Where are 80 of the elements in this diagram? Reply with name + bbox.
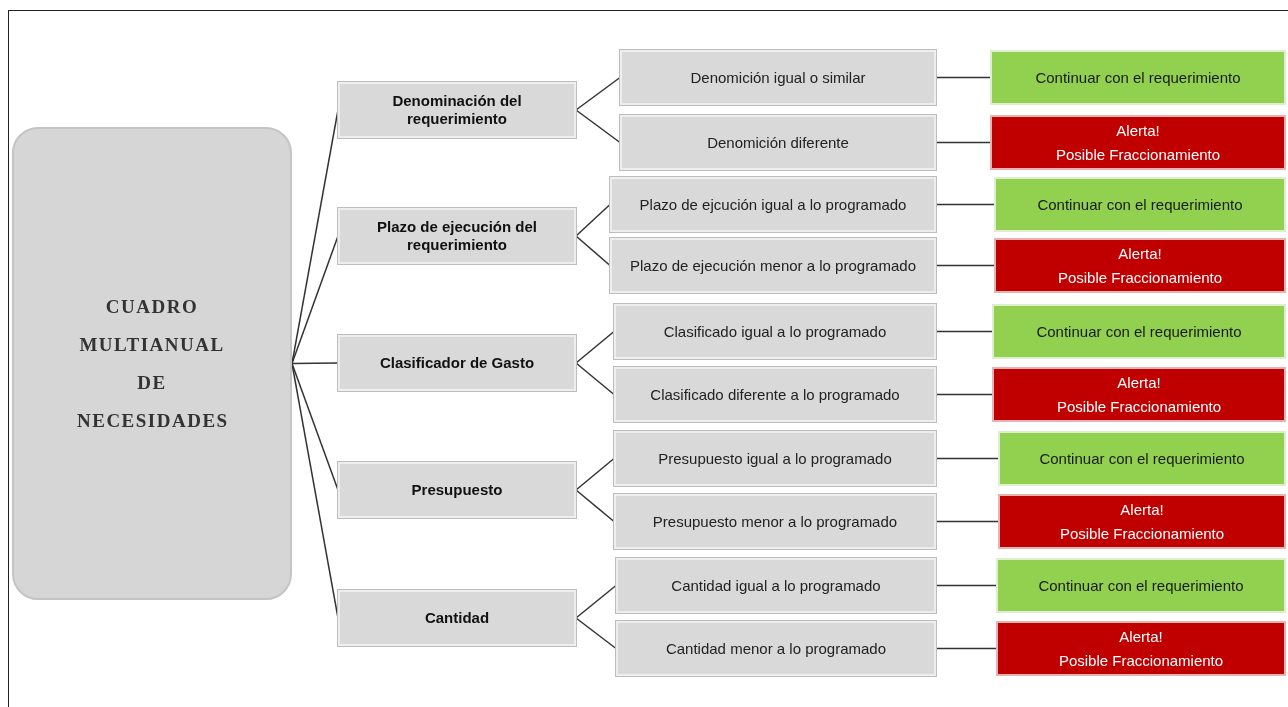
- condition-label: Denomición igual o similar: [690, 68, 866, 87]
- alert-box: [990, 115, 1286, 170]
- connector-line: [575, 76, 621, 111]
- category-label: Presupuesto: [411, 481, 503, 499]
- result-label: Continuar con el requerimiento: [1035, 69, 1241, 86]
- category-label: Cantidad: [424, 609, 490, 627]
- condition-label: Cantidad menor a lo programado: [665, 639, 887, 658]
- category-box: [338, 335, 576, 391]
- connector-line: [575, 489, 615, 523]
- connector-line: [935, 330, 993, 333]
- connector-line: [575, 203, 611, 237]
- category-label: Denominación del requerimiento: [391, 92, 523, 128]
- root-title: CUADRO MULTIANUAL DE NECESIDADES: [77, 294, 227, 433]
- category-label: Plazo de ejecución del requerimiento: [375, 218, 539, 254]
- category-box: [338, 82, 576, 138]
- result-label: Continuar con el requerimiento: [1036, 323, 1242, 340]
- alert-label: Alerta!: [1118, 243, 1162, 264]
- connector-line: [935, 393, 993, 396]
- connector-line: [575, 617, 617, 650]
- connector-line: [935, 203, 995, 206]
- condition-label: Plazo de ejecución menor a lo programado: [630, 256, 916, 275]
- alert-label: Posible Fraccionamiento: [1059, 523, 1225, 544]
- alert-label: Alerta!: [1117, 372, 1161, 393]
- result-box: [992, 304, 1286, 359]
- alert-label: Alerta!: [1116, 120, 1160, 141]
- connector-line: [575, 362, 615, 396]
- alert-label: Posible Fraccionamiento: [1055, 144, 1221, 165]
- alert-box: [994, 238, 1286, 293]
- alert-label: Posible Fraccionamiento: [1057, 267, 1223, 288]
- condition-label: Plazo de ejcución igual a lo programado: [639, 195, 907, 214]
- connector-line: [291, 235, 339, 365]
- alert-label: Posible Fraccionamiento: [1056, 396, 1222, 417]
- connector-line: [935, 520, 999, 523]
- connector-line: [935, 264, 995, 267]
- condition-label: Presupuesto igual a lo programado: [658, 449, 892, 468]
- alert-label: Posible Fraccionamiento: [1058, 650, 1224, 671]
- connector-line: [575, 330, 615, 364]
- result-label: Continuar con el requerimiento: [1038, 577, 1244, 594]
- condition-box: [610, 238, 936, 293]
- condition-label: Clasificado diferente a lo programado: [650, 385, 900, 404]
- alert-box: [992, 367, 1286, 422]
- alert-box: [998, 494, 1286, 549]
- alert-box: [996, 621, 1286, 676]
- condition-box: [620, 115, 936, 170]
- connector-line: [575, 584, 617, 619]
- connector-line: [291, 362, 339, 365]
- connector-line: [935, 647, 997, 650]
- result-label: Continuar con el requerimiento: [1037, 196, 1243, 213]
- category-label: Clasificador de Gasto: [379, 354, 535, 372]
- result-box: [996, 558, 1286, 613]
- alert-label: Alerta!: [1119, 626, 1163, 647]
- result-box: [998, 431, 1286, 486]
- connector-line: [291, 362, 339, 491]
- alert-label: Alerta!: [1120, 499, 1164, 520]
- condition-box: [620, 50, 936, 105]
- condition-box: [614, 304, 936, 359]
- condition-label: Clasificado igual a lo programado: [663, 322, 887, 341]
- condition-label: Denomición diferente: [707, 133, 849, 152]
- result-box: [990, 50, 1286, 105]
- connector-line: [935, 457, 999, 460]
- connector-line: [575, 235, 611, 267]
- connector-line: [935, 76, 991, 79]
- condition-box: [616, 558, 936, 613]
- category-box: [338, 462, 576, 518]
- condition-box: [610, 177, 936, 232]
- condition-box: [614, 431, 936, 486]
- root-box: [12, 127, 292, 600]
- condition-label: Presupuesto menor a lo programado: [652, 512, 898, 531]
- condition-box: [616, 621, 936, 676]
- condition-label: Cantidad igual a lo programado: [671, 576, 881, 595]
- connector-line: [575, 109, 621, 144]
- connector-line: [935, 584, 997, 587]
- condition-box: [614, 494, 936, 549]
- connector-line: [935, 141, 991, 144]
- result-label: Continuar con el requerimiento: [1039, 450, 1245, 467]
- category-box: [338, 590, 576, 646]
- connector-line: [575, 457, 615, 491]
- category-box: [338, 208, 576, 264]
- result-box: [994, 177, 1286, 232]
- condition-box: [614, 367, 936, 422]
